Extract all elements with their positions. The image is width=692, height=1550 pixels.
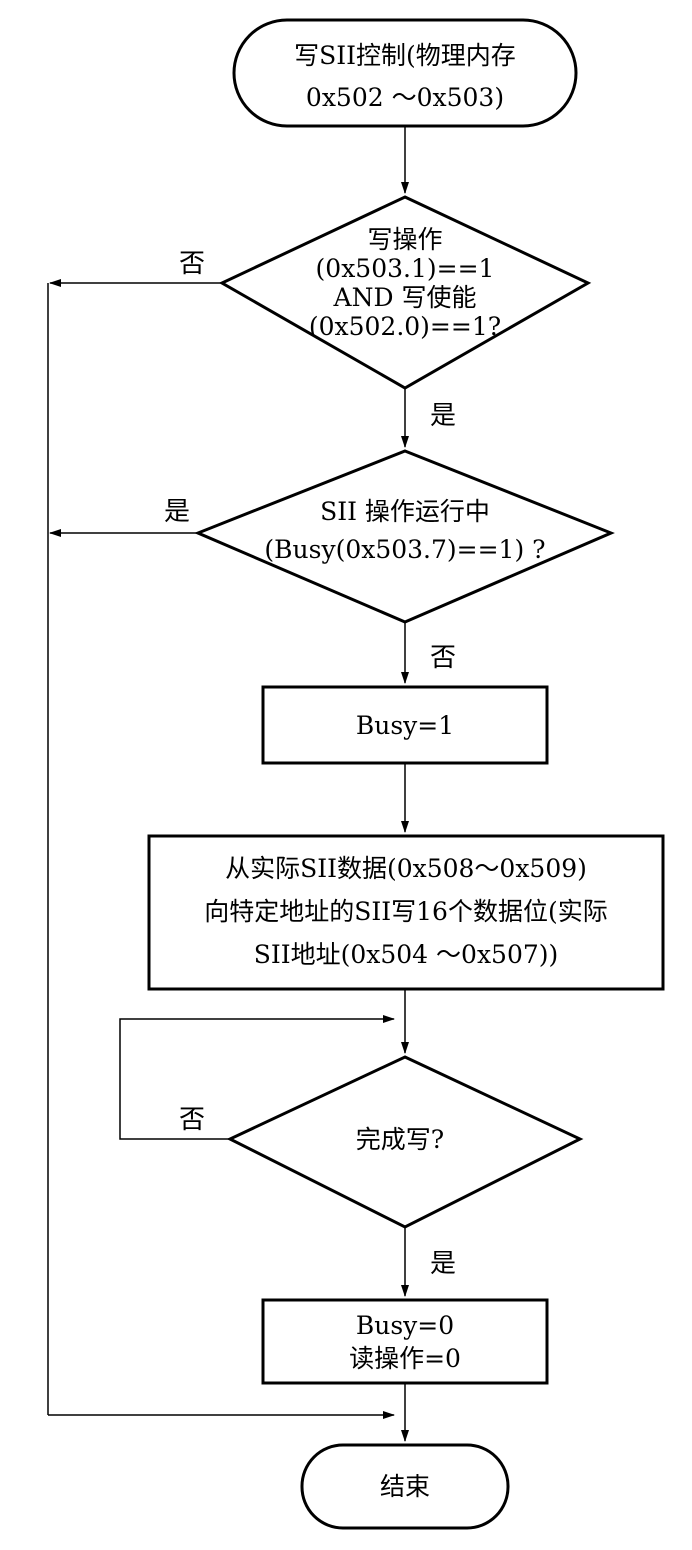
write-line3: SII地址(0x504 ～0x507)) (254, 940, 559, 969)
decision3-no-label: 否 (179, 1105, 205, 1135)
decision-busy: SII 操作运行中 (Busy(0x503.7)==1) ? (194, 449, 615, 624)
decision1-line3: AND 写使能 (333, 283, 477, 312)
end-text: 结束 (380, 1472, 430, 1501)
start-line2: 0x502 ～0x503) (306, 83, 504, 112)
decision-write-done: 完成写? (226, 1055, 584, 1229)
decision2-line2: (Busy(0x503.7)==1) ? (264, 535, 545, 564)
write-line1: 从实际SII数据(0x508～0x509) (225, 854, 587, 883)
end-terminal: 结束 (300, 1443, 510, 1530)
start-terminal: 写SII控制(物理内存 0x502 ～0x503) (232, 18, 578, 128)
busy-clear-line1: Busy=0 (356, 1311, 454, 1340)
process-busy-set: Busy=1 (261, 685, 549, 765)
decision-write-operation: 写操作 (0x503.1)==1 AND 写使能 (0x502.0)==1? (218, 195, 592, 390)
decision2-line1: SII 操作运行中 (320, 497, 490, 526)
process-busy-clear: Busy=0 读操作=0 (261, 1298, 549, 1385)
write-line2: 向特定地址的SII写16个数据位(实际 (204, 897, 607, 926)
process-write-sii: 从实际SII数据(0x508～0x509) 向特定地址的SII写16个数据位(实… (147, 834, 665, 991)
decision1-line1: 写操作 (367, 225, 442, 254)
decision1-yes-label: 是 (430, 401, 456, 431)
decision3-yes-label: 是 (430, 1249, 456, 1279)
decision1-line2: (0x503.1)==1 (316, 254, 495, 283)
busy-set-text: Busy=1 (356, 711, 454, 740)
decision2-no-label: 否 (430, 643, 456, 673)
retry-loop (119, 1015, 395, 1140)
connectors (47, 126, 409, 1442)
start-line1: 写SII控制(物理内存 (294, 41, 516, 70)
decision2-yes-label: 是 (164, 497, 190, 527)
decision3-text: 完成写? (356, 1125, 444, 1154)
decision1-line4: (0x502.0)==1? (309, 312, 501, 341)
decision1-no-label: 否 (179, 249, 205, 279)
busy-clear-line2: 读操作=0 (349, 1344, 461, 1373)
